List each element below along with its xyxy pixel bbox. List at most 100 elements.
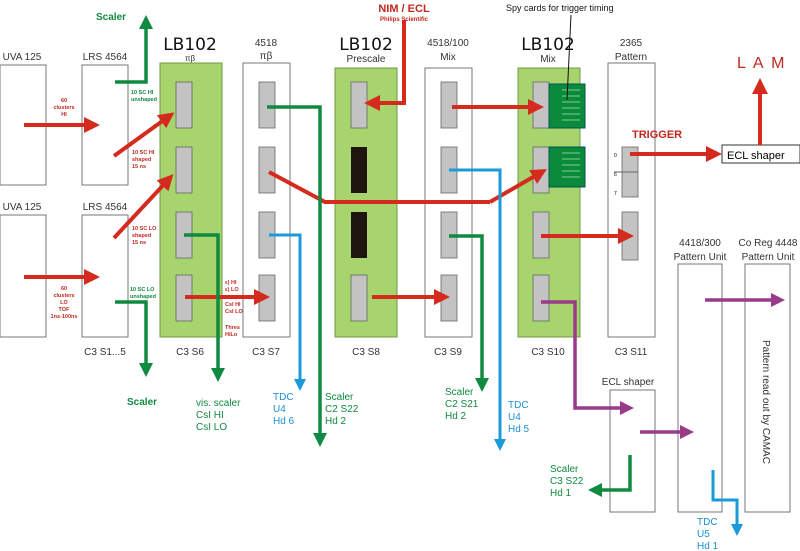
uva-125-upper: UVA 125 xyxy=(0,52,47,186)
module-label: UVA 125 xyxy=(3,202,42,213)
output-label: Scaler xyxy=(445,387,474,398)
coreg-4448: Co Reg 4448 Pattern Unit Pattern read ou… xyxy=(739,238,798,513)
bit-label: 7 xyxy=(614,191,617,197)
output-label: Scaler xyxy=(325,392,354,403)
output-label: CsI LO xyxy=(196,422,227,433)
output-label: U4 xyxy=(508,412,521,423)
module-title: ECL shaper xyxy=(602,377,655,388)
output-label: vis. scaler xyxy=(196,398,241,409)
bit-label: 6 xyxy=(614,172,617,178)
note: CsI LO xyxy=(225,309,243,315)
module-title: LB102 xyxy=(521,35,575,55)
module-title: ECL shaper xyxy=(727,150,785,162)
purple-pattern-arrows xyxy=(541,293,785,439)
spy-card-pointer xyxy=(566,14,572,101)
spy-card-lower xyxy=(548,146,586,188)
slot-label: C3 S8 xyxy=(352,347,380,358)
module-4518-pibeta: 4518 πβ xyxy=(242,38,291,338)
note: 60 xyxy=(61,98,67,104)
output-label: TDC xyxy=(273,392,294,403)
annotations: 60 clusters HI 60 clusters LO TOF 1ns-10… xyxy=(51,3,786,338)
output-label: Hd 2 xyxy=(445,411,467,422)
lam-label: L A M xyxy=(737,55,786,72)
note: ε) LO xyxy=(225,287,239,293)
module-subtitle: Mix xyxy=(440,52,456,63)
lb102-prescale: LB102 Prescale xyxy=(334,35,398,338)
output-label: Scaler xyxy=(96,12,126,23)
note: ε) HI xyxy=(225,280,237,286)
spy-cards-label: Spy cards for trigger timing xyxy=(506,3,614,13)
pattern-2365: 2365 Pattern 0 6 7 xyxy=(607,38,656,338)
slot-label: C3 S10 xyxy=(531,347,565,358)
slot-label: C3 S9 xyxy=(434,347,462,358)
nim-ecl-label: NIM / ECL xyxy=(378,3,430,15)
output-label: C3 S22 xyxy=(550,476,584,487)
output-label: C2 S22 xyxy=(325,404,359,415)
note: LO xyxy=(60,300,68,306)
philips-label: Philips Scientific xyxy=(380,17,429,23)
slot-label: C3 S11 xyxy=(615,347,648,358)
output-label: Hd 1 xyxy=(550,488,572,499)
module-label: LRS 4564 xyxy=(83,202,128,213)
note: clusters xyxy=(53,293,74,299)
note: 60 xyxy=(61,286,67,292)
note: 10 SC HI xyxy=(132,150,155,156)
trigger-label: TRIGGER xyxy=(632,129,682,141)
uva-125-lower: UVA 125 xyxy=(0,202,47,338)
module-title: Co Reg 4448 xyxy=(739,238,798,249)
lrs-4564-upper: LRS 4564 xyxy=(81,52,129,186)
module-title: LB102 xyxy=(163,35,217,55)
module-subtitle: Prescale xyxy=(347,54,386,65)
module-subtitle: πβ xyxy=(185,54,196,63)
module-title: LB102 xyxy=(339,35,393,55)
module-subtitle: Pattern Unit xyxy=(742,252,795,263)
module-subtitle: πβ xyxy=(260,51,273,62)
output-label: Hd 2 xyxy=(325,416,347,427)
note: unshaped xyxy=(130,294,156,300)
module-title: 2365 xyxy=(620,38,643,49)
output-label: C2 S21 xyxy=(445,399,479,410)
note: unshaped xyxy=(131,97,157,103)
camac-readout-label: Pattern read out by CAMAC xyxy=(760,340,771,464)
lb102-mix: LB102 Mix xyxy=(517,35,586,338)
note: CsI HI xyxy=(225,302,241,308)
output-label: U5 xyxy=(697,529,710,540)
module-label: LRS 4564 xyxy=(83,52,128,63)
note: shaped xyxy=(132,157,151,163)
output-label: Hd 1 xyxy=(697,541,719,551)
module-subtitle: Pattern xyxy=(615,52,647,63)
note: 15 ns xyxy=(132,240,146,246)
note: 15 ns xyxy=(132,164,146,170)
note: Thres xyxy=(225,325,240,331)
lb102-pibeta: LB102 πβ xyxy=(159,35,223,338)
output-label: Scaler xyxy=(127,397,157,408)
output-label: Hd 5 xyxy=(508,424,530,435)
module-subtitle: Mix xyxy=(540,54,556,65)
note: 10 SC LO xyxy=(132,226,157,232)
output-label: TDC xyxy=(508,400,529,411)
note: 10 SC LO xyxy=(130,287,155,293)
green-scaler-arrows xyxy=(115,15,632,497)
lrs-4564-lower: LRS 4564 xyxy=(81,202,129,338)
output-labels: Scaler Scaler vis. scaler CsI HI CsI LO … xyxy=(96,12,719,551)
red-signal-arrows xyxy=(24,20,768,305)
module-4518-100-mix: 4518/100 Mix xyxy=(424,38,473,338)
slot-label: C3 S6 xyxy=(176,347,204,358)
note: clusters xyxy=(53,105,74,111)
note: 1ns-100ns xyxy=(51,314,78,320)
pattern-unit-4418: 4418/300 Pattern Unit xyxy=(674,238,727,513)
bit-label: 0 xyxy=(614,153,617,159)
output-label: CsI HI xyxy=(196,410,224,421)
note: 10 SC HI xyxy=(131,90,154,96)
module-title: 4418/300 xyxy=(679,238,721,249)
output-label: Hd 6 xyxy=(273,416,295,427)
output-label: TDC xyxy=(697,517,718,528)
note: HiLo xyxy=(225,332,238,338)
blue-tdc-arrows xyxy=(269,168,743,536)
module-label: UVA 125 xyxy=(3,52,42,63)
module-subtitle: Pattern Unit xyxy=(674,252,727,263)
module-title: 4518 xyxy=(255,38,278,49)
note: HI xyxy=(61,112,67,118)
output-label: Scaler xyxy=(550,464,579,475)
